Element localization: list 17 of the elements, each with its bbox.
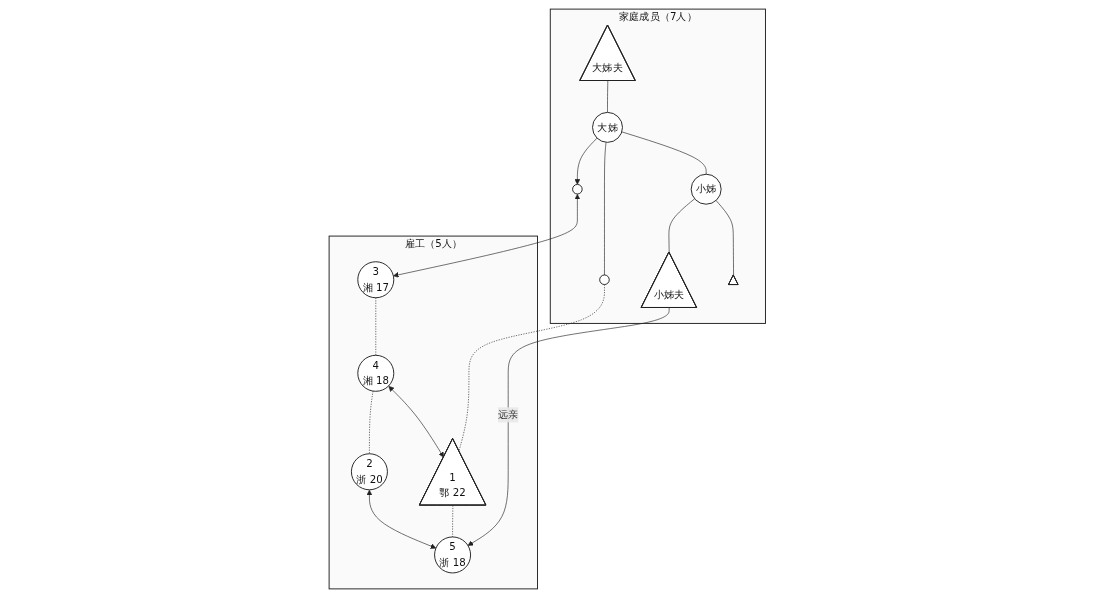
node-circle: 4 湘 18	[357, 354, 395, 392]
node-circle: 3 湘 17	[357, 260, 395, 298]
connector	[607, 80, 609, 113]
connector	[369, 390, 374, 454]
node-circle: 小姊	[690, 173, 722, 205]
connector	[715, 199, 735, 276]
node-circle: 2 浙 20	[351, 452, 389, 490]
connector	[621, 131, 707, 175]
node-circle: 大姊	[592, 111, 624, 143]
node-circle	[572, 183, 583, 194]
connector	[458, 283, 605, 451]
connector	[604, 141, 607, 275]
connector	[452, 504, 454, 537]
connector	[668, 197, 696, 253]
edge-label: 远亲	[498, 408, 519, 421]
node-circle: 5 浙 18	[434, 535, 472, 573]
node-circle	[599, 274, 610, 285]
